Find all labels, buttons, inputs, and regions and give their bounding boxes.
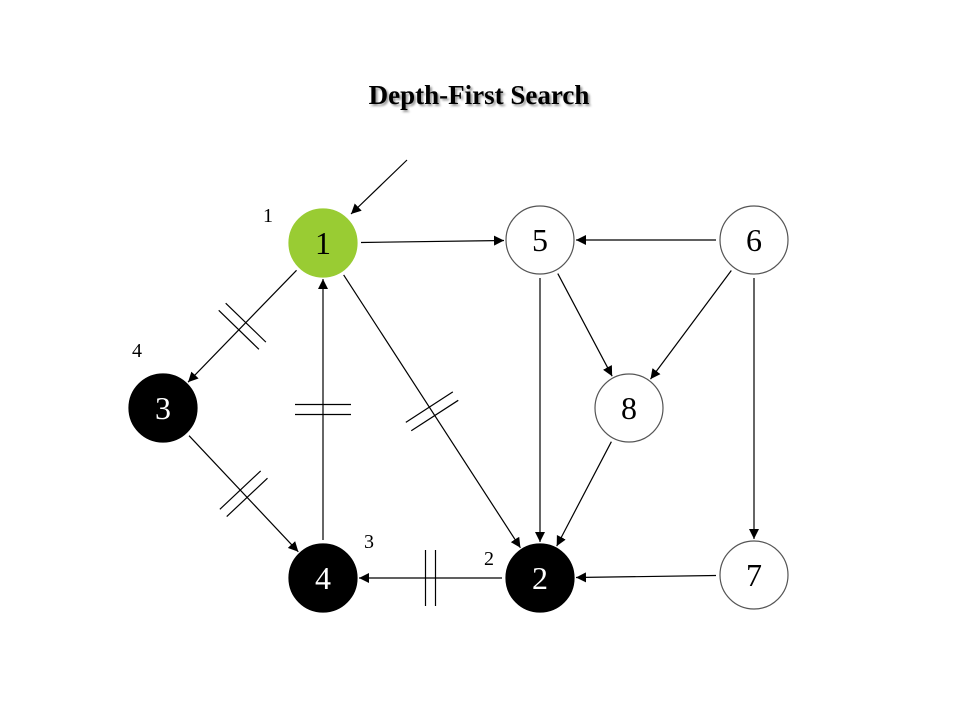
nodes-layer: 1 2 3 4 5 6 7 8	[128, 205, 789, 613]
node-1: 1	[288, 208, 358, 278]
node-label-3: 3	[155, 390, 171, 426]
tree-edge-mark-2-4	[424, 550, 437, 606]
edge-1-2	[343, 274, 521, 549]
edge-7-2	[575, 572, 717, 583]
node-circle-7	[719, 540, 789, 610]
node-8: 8	[594, 373, 664, 443]
diagram-title: Depth-First Search	[368, 80, 590, 110]
node-label-8: 8	[621, 390, 637, 426]
edge-5-8	[557, 273, 613, 377]
edge-3-4	[188, 435, 299, 553]
node-label-4: 4	[315, 560, 331, 596]
node-7: 7	[719, 540, 789, 610]
tree-edge-mark-1-3	[218, 302, 267, 350]
node-circle-6	[719, 205, 789, 275]
edge-1-5	[360, 235, 505, 246]
node-circle-5	[505, 205, 575, 275]
tree-edge-mark-1-2	[405, 391, 459, 432]
visit-order-2: 2	[484, 548, 494, 570]
node-circle-3	[128, 373, 198, 443]
node-label-7: 7	[746, 557, 762, 593]
edge-6-8	[650, 270, 732, 380]
node-4: 4	[288, 543, 358, 613]
visit-order-4: 3	[364, 531, 374, 553]
node-3: 3	[128, 373, 198, 443]
node-circle-8	[594, 373, 664, 443]
node-circle-4	[288, 543, 358, 613]
edge-8-2	[556, 441, 612, 547]
tree-edge-mark-3-4	[219, 470, 268, 517]
node-label-1: 1	[315, 225, 331, 261]
visit-order-layer: 1 2 3 4	[132, 205, 494, 570]
node-2: 2	[505, 543, 575, 613]
node-label-6: 6	[746, 222, 762, 258]
tree-edge-marks-layer	[218, 302, 459, 606]
node-label-2: 2	[532, 560, 548, 596]
node-circle-2	[505, 543, 575, 613]
node-6: 6	[719, 205, 789, 275]
visit-order-3: 4	[132, 340, 142, 362]
edge-1-3	[187, 269, 297, 383]
node-label-5: 5	[532, 222, 548, 258]
node-circle-1	[288, 208, 358, 278]
edges-layer	[187, 159, 759, 583]
visit-order-1: 1	[263, 205, 273, 227]
node-5: 5	[505, 205, 575, 275]
tree-edge-mark-4-1	[295, 403, 351, 416]
entry-arrow	[350, 159, 408, 215]
